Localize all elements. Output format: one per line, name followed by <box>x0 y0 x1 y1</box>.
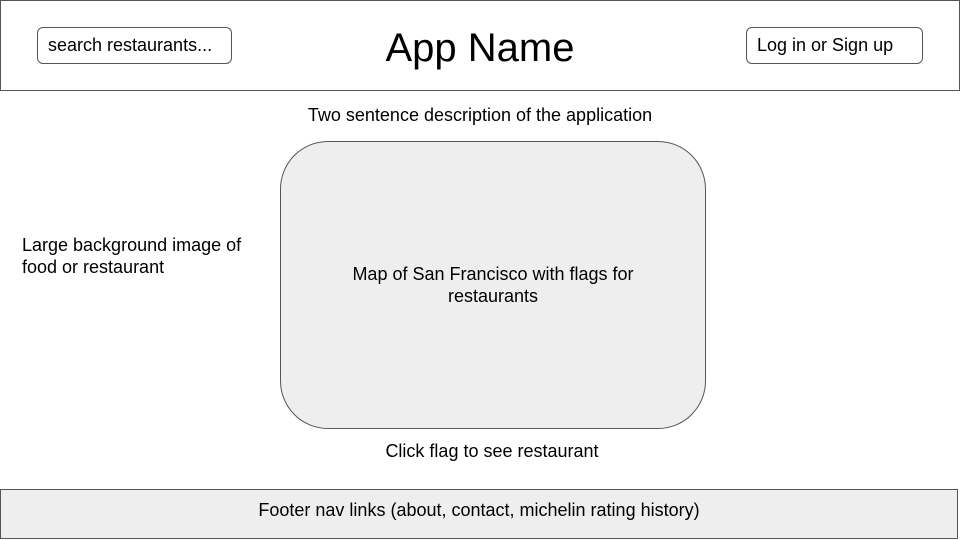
map-hint: Click flag to see restaurant <box>385 441 599 461</box>
login-signup-label: Log in or Sign up <box>757 35 894 55</box>
app-description: Two sentence description of the applicat… <box>307 105 653 125</box>
search-placeholder: search restaurants... <box>48 35 213 55</box>
footer-bar: Footer nav links (about, contact, michel… <box>0 489 958 539</box>
restaurant-map[interactable]: Map of San Francisco with flags for rest… <box>280 141 706 429</box>
map-placeholder-label: Map of San Francisco with flags for rest… <box>352 264 634 306</box>
login-signup-button[interactable]: Log in or Sign up <box>746 27 923 64</box>
header-bar: search restaurants... App Name Log in or… <box>0 0 960 91</box>
search-input[interactable]: search restaurants... <box>37 27 232 64</box>
footer-nav-links[interactable]: Footer nav links (about, contact, michel… <box>258 500 700 520</box>
background-image-note: Large background image of food or restau… <box>22 235 242 277</box>
